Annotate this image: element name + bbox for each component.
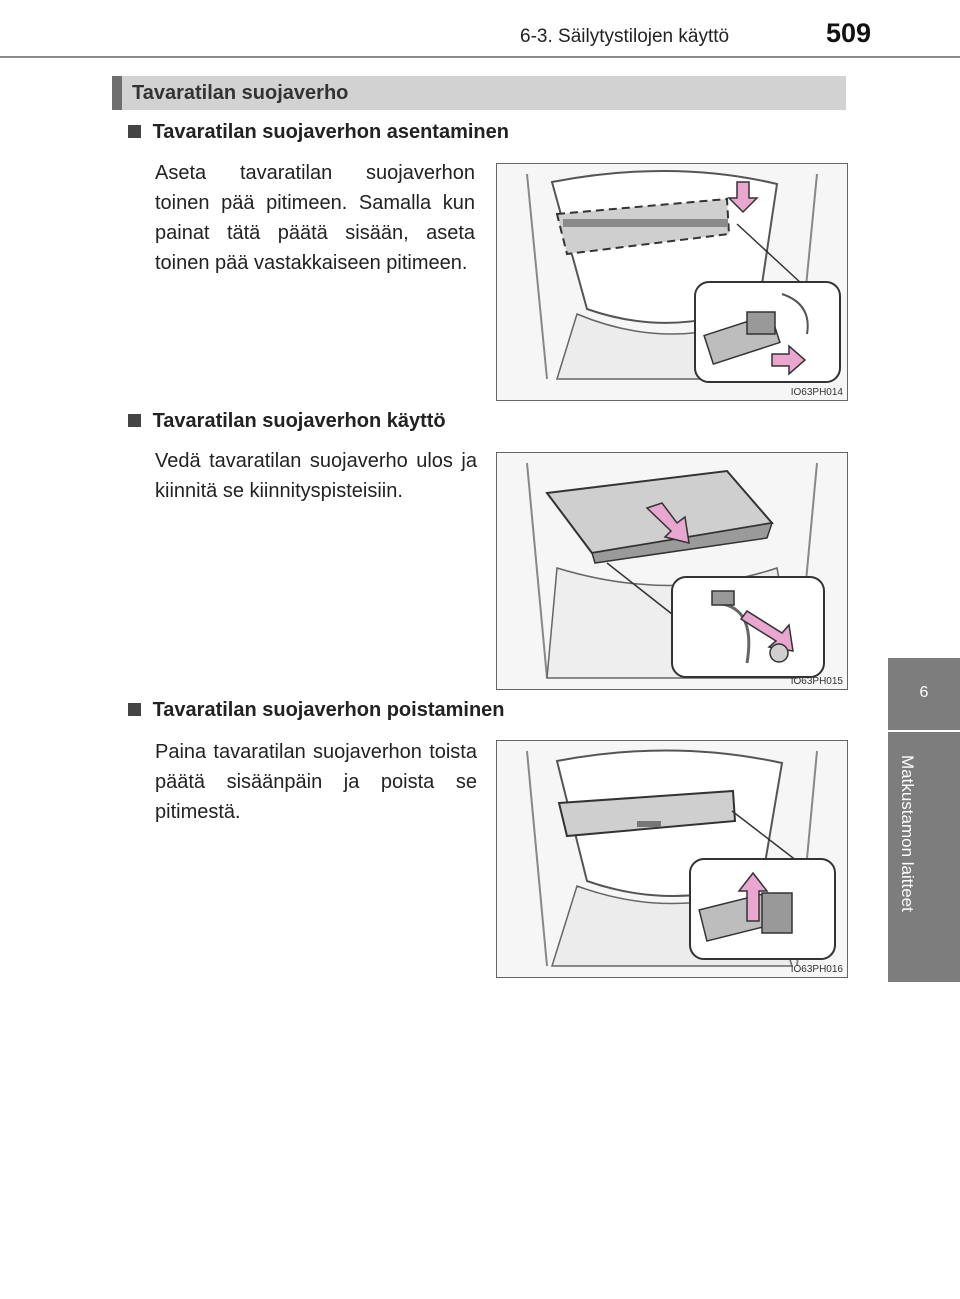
- figure-code: IO63PH016: [790, 964, 843, 975]
- header-rule: [0, 56, 960, 58]
- section-bar: [112, 76, 846, 110]
- bullet-square-icon: [128, 125, 141, 138]
- subsection-heading: Tavaratilan suojaverhon poistaminen: [128, 699, 505, 722]
- section-bar-accent: [112, 76, 122, 110]
- subsection-heading-text: Tavaratilan suojaverhon käyttö: [152, 410, 446, 432]
- subsection-body: Paina tavaratilan suojaverhon toista pää…: [155, 741, 477, 823]
- section-title: Tavaratilan suojaverho: [132, 82, 349, 104]
- subsection-heading: Tavaratilan suojaverhon käyttö: [128, 410, 446, 433]
- bullet-square-icon: [128, 414, 141, 427]
- subsection-body: Vedä tavaratilan suojaverho ulos ja kiin…: [155, 450, 477, 502]
- figure-usage: IO63PH015: [496, 452, 848, 690]
- subsection-heading-text: Tavaratilan suojaverhon poistaminen: [152, 699, 505, 721]
- subsection-body: Aseta tavaratilan suojaverhon toinen pää…: [155, 162, 475, 274]
- figure-code: IO63PH014: [790, 387, 843, 398]
- chapter-number: 6: [919, 684, 929, 701]
- figure-install: IO63PH014: [496, 163, 848, 401]
- chapter-title: Matkustamon laitteet: [898, 755, 917, 912]
- figure-removal: IO63PH016: [496, 740, 848, 978]
- page-number: 509: [826, 18, 872, 48]
- subsection-heading-text: Tavaratilan suojaverhon asentaminen: [152, 121, 509, 143]
- bullet-square-icon: [128, 703, 141, 716]
- running-head: 6-3. Säilytystilojen käyttö: [520, 26, 730, 47]
- subsection-heading: Tavaratilan suojaverhon asentaminen: [128, 121, 509, 144]
- figure-code: IO63PH015: [790, 676, 843, 687]
- chapter-tab-number-box: [888, 658, 960, 732]
